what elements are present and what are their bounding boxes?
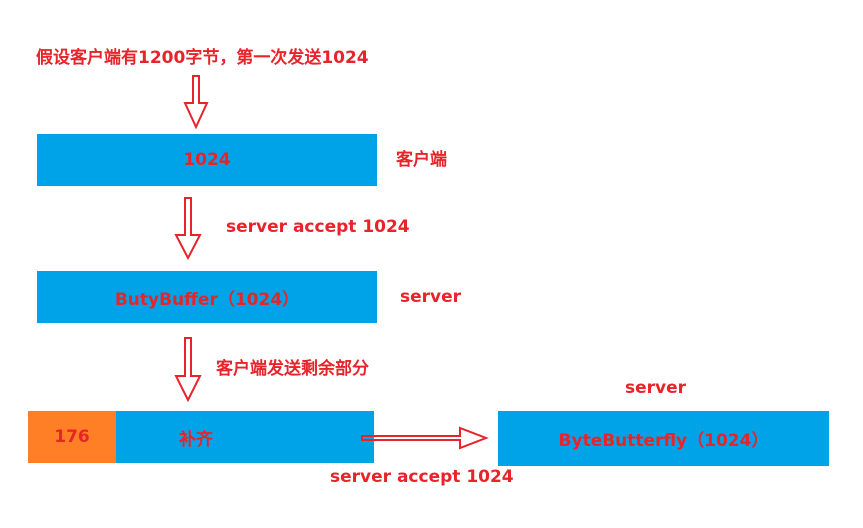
- bottom-label: server accept 1024: [330, 467, 514, 487]
- down-arrow-1: [183, 75, 209, 130]
- server-buffer-box: ButyBuffer（1024）: [37, 271, 377, 323]
- client-buffer-text: 1024: [183, 150, 231, 170]
- step1-label: server accept 1024: [226, 217, 410, 237]
- client-buffer-box: 1024: [37, 134, 377, 186]
- server-side-label: server: [400, 287, 462, 307]
- server-buffer-text: ButyBuffer（1024）: [114, 289, 300, 310]
- down-arrow-2: [174, 197, 202, 261]
- client-side-label: 客户端: [396, 150, 447, 170]
- remainder-segment: 176: [28, 411, 116, 463]
- right-top-label: server: [625, 378, 687, 398]
- remainder-text: 176: [54, 427, 90, 447]
- down-arrow-3: [174, 337, 202, 403]
- byte-butterfly-text: ByteButterfly（1024）: [558, 431, 769, 451]
- right-arrow: [361, 426, 489, 450]
- remain-buffer-text: 补齐: [179, 429, 213, 450]
- top-note: 假设客户端有1200字节，第一次发送1024: [36, 48, 369, 68]
- step2-label: 客户端发送剩余部分: [216, 359, 369, 379]
- byte-butterfly-box: ByteButterfly（1024）: [498, 411, 829, 466]
